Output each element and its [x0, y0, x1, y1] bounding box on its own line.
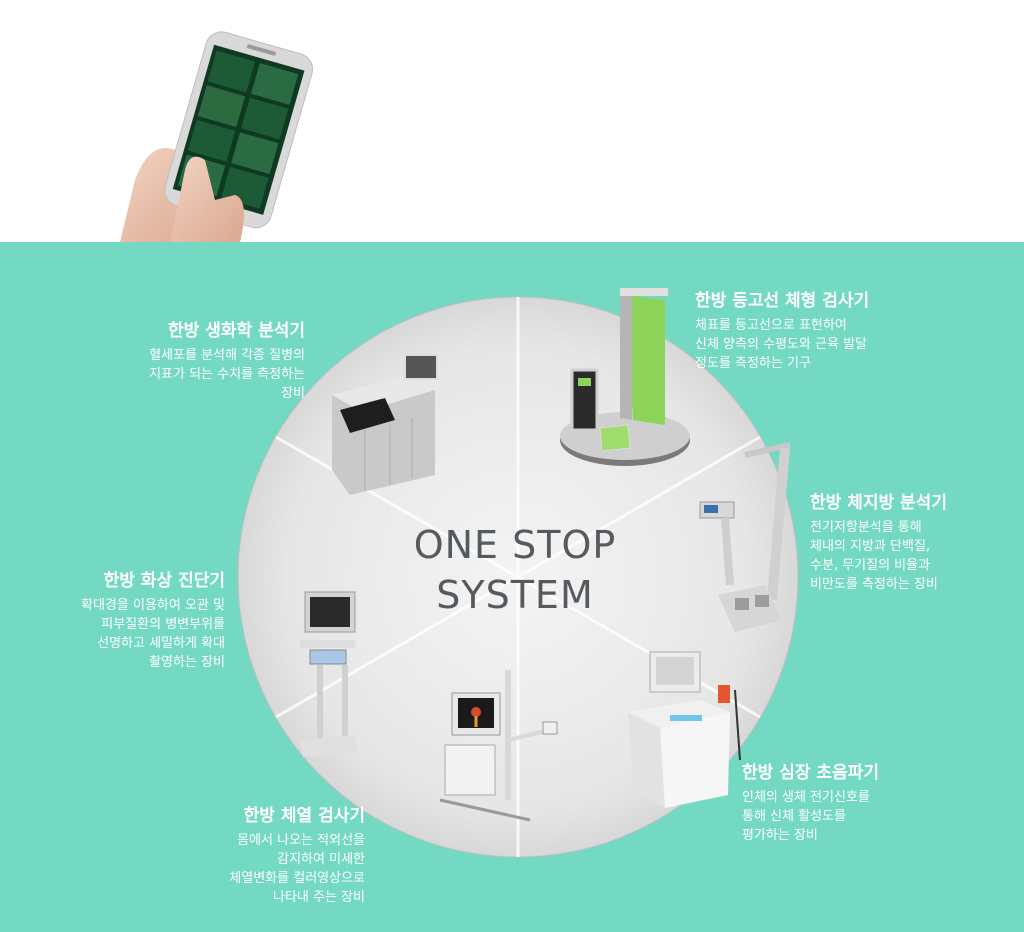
phone-in-hand-illustration	[120, 31, 314, 242]
bodyfat-title: 한방 체지방 분석기	[810, 493, 947, 513]
label-echo: 한방 심장 초음파기 인체의 생체 전기신호를 통해 신체 활성도를 평가하는 …	[742, 762, 962, 845]
label-biochem: 한방 생화학 분석기 혈세포를 분석해 각종 질병의 지표가 되는 수치를 측정…	[60, 320, 305, 403]
contour-tester-image	[560, 288, 690, 466]
bodyfat-analyzer-image	[699, 442, 791, 632]
thermal-scanner-image	[439, 670, 558, 822]
one-stop-system-title: ONE STOP SYSTEM	[380, 520, 650, 620]
biochem-desc: 혈세포를 분석해 각종 질병의 지표가 되는 수치를 측정하는 장비	[149, 348, 305, 401]
bodyfat-desc: 전기저항분석을 통해 체내의 지방과 단백질, 수분, 무기질의 비율과 비만도…	[810, 520, 938, 592]
contour-title: 한방 등고선 체형 검사기	[695, 291, 870, 311]
thermal-title: 한방 체열 검사기	[243, 806, 365, 826]
biochem-title: 한방 생화학 분석기	[168, 321, 305, 341]
skin-title: 한방 화상 진단기	[103, 571, 225, 591]
label-skin: 한방 화상 진단기 확대경을 이용하여 오관 및 피부질환의 병변부위를 선명하…	[10, 570, 225, 672]
cardiac-ultrasound-image	[628, 651, 741, 808]
thermal-desc: 몸에서 나오는 적외선을 감지하여 미세한 체열변화를 컬러영상으로 나타내 주…	[229, 833, 365, 905]
skin-diagnostic-image	[300, 591, 358, 757]
center-line-1: ONE STOP	[413, 523, 617, 567]
label-contour: 한방 등고선 체형 검사기 체표를 등고선으로 표현하여 신체 양측의 수평도와…	[695, 290, 995, 373]
center-line-2: SYSTEM	[436, 573, 594, 617]
echo-title: 한방 심장 초음파기	[742, 763, 879, 783]
contour-desc: 체표를 등고선으로 표현하여 신체 양측의 수평도와 근육 발달 정도를 측정하…	[695, 318, 868, 371]
echo-desc: 인체의 생체 전기신호를 통해 신체 활성도를 평가하는 장비	[742, 790, 870, 843]
biochem-analyzer-image	[332, 354, 438, 495]
label-thermal: 한방 체열 검사기 몸에서 나오는 적외선을 감지하여 미세한 체열변화를 컬러…	[150, 805, 365, 907]
skin-desc: 확대경을 이용하여 오관 및 피부질환의 병변부위를 선명하고 세밀하게 확대 …	[81, 598, 225, 670]
label-bodyfat: 한방 체지방 분석기 전기저항분석을 통해 체내의 지방과 단백질, 수분, 무…	[810, 492, 1010, 594]
